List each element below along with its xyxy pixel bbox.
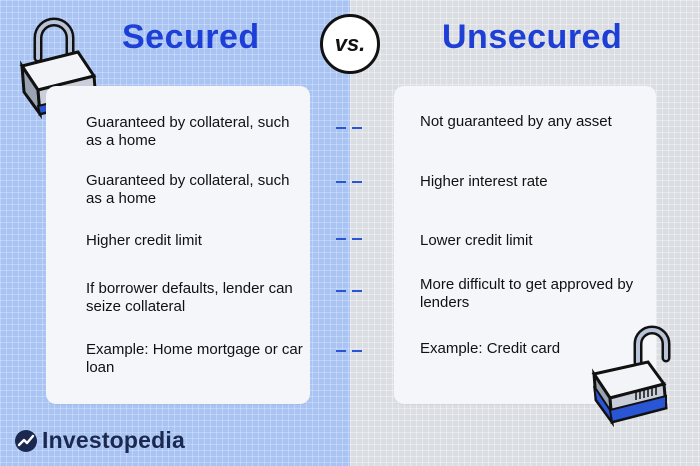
brand-logo: Investopedia <box>14 427 185 454</box>
unsecured-item-1: Not guaranteed by any asset <box>420 113 612 130</box>
secured-card <box>46 86 310 404</box>
row-connector-1 <box>336 127 362 129</box>
unsecured-item-3: Lower credit limit <box>420 232 533 249</box>
secured-item-1: Guaranteed by collateral, such as a home <box>86 114 290 149</box>
row-connector-2 <box>336 181 362 183</box>
investopedia-logo-icon <box>15 429 37 452</box>
row-connector-4 <box>336 290 362 292</box>
secured-item-5: Example: Home mortgage or car loan <box>86 341 303 376</box>
unsecured-item-4: More difficult to get approved by lender… <box>420 276 634 311</box>
secured-item-3: Higher credit limit <box>86 232 202 249</box>
secured-title: Secured <box>122 18 260 56</box>
vs-badge: vs. <box>320 14 380 74</box>
vs-label: vs. <box>334 31 366 56</box>
unsecured-card <box>394 86 656 404</box>
unsecured-title: Unsecured <box>442 18 623 56</box>
unsecured-item-5: Example: Credit card <box>420 340 561 357</box>
unsecured-item-2: Higher interest rate <box>420 173 548 190</box>
row-connector-5 <box>336 350 362 352</box>
unlocked-padlock-icon <box>591 325 671 428</box>
secured-item-2: Guaranteed by collateral, such as a home <box>86 172 290 207</box>
secured-item-4: If borrower defaults, lender can seize c… <box>86 280 293 315</box>
brand-name: Investopedia <box>42 427 185 453</box>
row-connector-3 <box>336 238 362 240</box>
